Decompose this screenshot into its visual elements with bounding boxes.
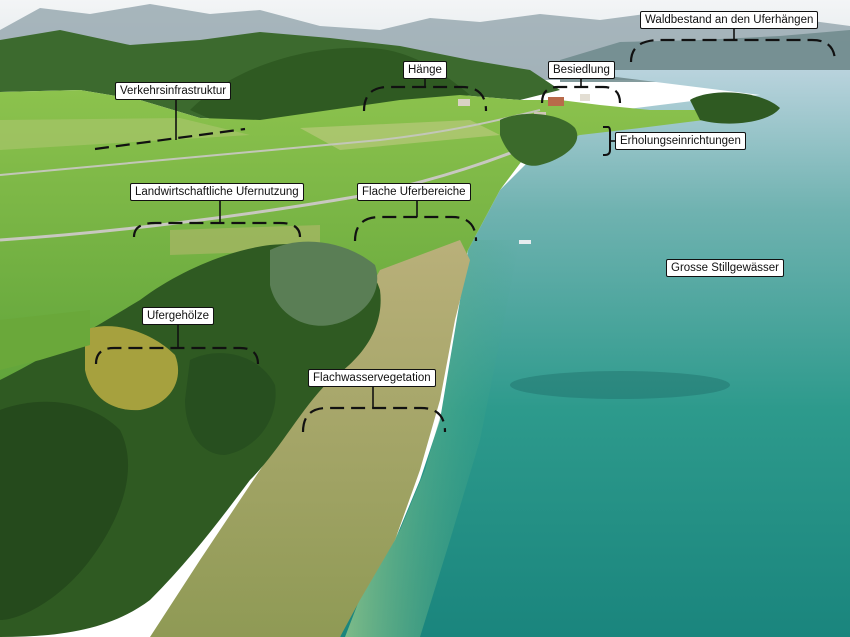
bracket-flache-ufer bbox=[353, 215, 478, 242]
reed-belt bbox=[150, 240, 470, 637]
label-besiedlung: Besiedlung bbox=[548, 61, 615, 79]
label-landwirtschaftliche-ufernutzung: Landwirtschaftliche Ufernutzung bbox=[130, 183, 304, 201]
label-waldbestand: Waldbestand an den Uferhängen bbox=[640, 11, 819, 29]
underwater-shadow bbox=[510, 371, 730, 399]
lake bbox=[340, 70, 850, 637]
boat bbox=[519, 240, 531, 244]
field-strip-1 bbox=[0, 118, 250, 150]
label-verkehrsinfrastruktur: Verkehrsinfrastruktur bbox=[115, 82, 232, 100]
bracket-verkehr bbox=[94, 127, 246, 151]
label-haenge: Hänge bbox=[403, 61, 447, 79]
tree-island bbox=[690, 92, 780, 124]
house bbox=[580, 94, 590, 101]
bracket-landwirtschaft bbox=[132, 221, 302, 238]
label-flache-uferbereiche: Flache Uferbereiche bbox=[357, 183, 471, 201]
lower-meadow bbox=[0, 310, 90, 370]
road-upper bbox=[0, 109, 541, 176]
shore-trees bbox=[500, 113, 578, 166]
house bbox=[458, 99, 470, 106]
bracket-erholung bbox=[603, 126, 611, 156]
far-hills-right bbox=[560, 30, 850, 82]
bracket-ufergehoelze bbox=[94, 346, 260, 365]
bracket-haenge bbox=[362, 85, 488, 112]
bracket-flachwasser bbox=[301, 406, 447, 433]
label-flachwasservegetation: Flachwasservegetation bbox=[308, 369, 436, 387]
bracket-besiedlung bbox=[540, 85, 622, 104]
tree-group bbox=[270, 241, 378, 326]
label-ufergehoelze: Ufergehölze bbox=[142, 307, 215, 325]
shallow-shore-water bbox=[345, 240, 520, 637]
tree-group-dark bbox=[0, 401, 129, 620]
label-erholungseinrichtungen: Erholungseinrichtungen bbox=[615, 132, 746, 150]
bracket-waldbestand bbox=[629, 38, 837, 63]
label-grosse-stillgewaesser: Grosse Stillgewässer bbox=[666, 259, 785, 277]
road bbox=[0, 130, 561, 242]
tree-dark-2 bbox=[185, 353, 276, 455]
house bbox=[548, 97, 564, 106]
